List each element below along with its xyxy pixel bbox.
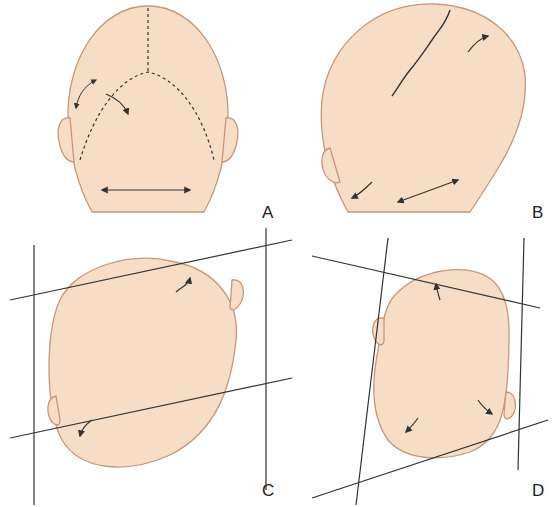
panel-letter: B bbox=[532, 204, 543, 221]
ear bbox=[230, 280, 243, 310]
panel-letter: A bbox=[262, 204, 273, 221]
panel-letter: D bbox=[532, 482, 544, 499]
ear bbox=[58, 118, 74, 162]
head-back bbox=[68, 6, 228, 212]
head-top bbox=[374, 270, 509, 458]
ear bbox=[504, 392, 515, 419]
head-oblique bbox=[321, 4, 525, 212]
ear bbox=[322, 148, 340, 183]
ear bbox=[222, 118, 238, 162]
ear bbox=[48, 396, 60, 425]
panel-letter: C bbox=[262, 482, 274, 499]
head-top bbox=[49, 258, 236, 467]
